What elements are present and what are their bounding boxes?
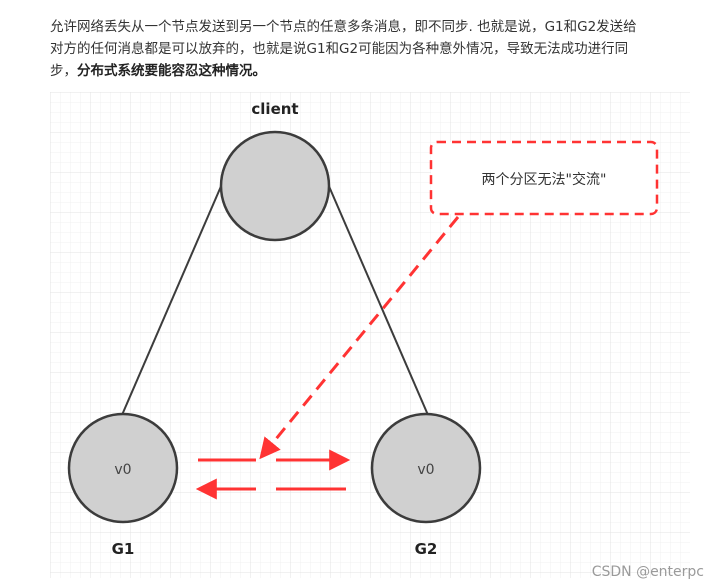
csdn-watermark: CSDN @enterpc [591, 564, 704, 580]
partition-diagram: client v0 G1 v0 G2 两个分区无法"交流" [50, 92, 690, 578]
g1-label: G1 [112, 540, 135, 558]
client-node [219, 130, 331, 242]
description-paragraph: 允许网络丢失从一个节点发送到另一个节点的任意多条消息，即不同步. 也就是说，G1… [50, 16, 700, 82]
diagram-canvas: client v0 G1 v0 G2 两个分区无法"交流" [50, 92, 690, 578]
client-g2-link [327, 183, 429, 416]
callout-text: 两个分区无法"交流" [482, 171, 607, 188]
client-g1-link [121, 183, 223, 416]
paragraph-bold-conclusion: 分布式系统要能容忍这种情况。 [77, 63, 266, 79]
g1-node [67, 412, 179, 524]
g1-value: v0 [114, 462, 131, 478]
paragraph-line-1: 允许网络丢失从一个节点发送到另一个节点的任意多条消息，即不同步. 也就是说，G1… [50, 19, 637, 35]
g2-label: G2 [415, 540, 438, 558]
g2-node [370, 412, 482, 524]
callout-box [429, 140, 659, 216]
client-label: client [251, 100, 298, 118]
callout-pointer-arrow [259, 216, 460, 460]
paragraph-line-3: 步， [50, 63, 77, 79]
g2-value: v0 [417, 462, 434, 478]
paragraph-line-2: 对方的任何消息都是可以放弃的，也就是说G1和G2可能因为各种意外情况，导致无法成… [50, 41, 629, 57]
